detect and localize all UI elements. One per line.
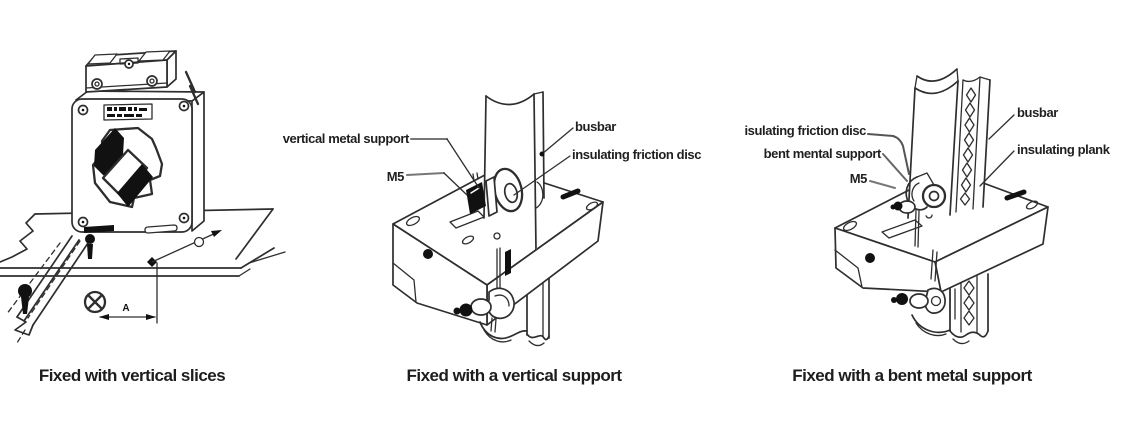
busbar-plank-upper	[907, 68, 991, 219]
mounting-foot-slots	[84, 224, 178, 234]
ct-body-front	[71, 70, 205, 234]
caption-fixed-with-vertical-slices: Fixed with vertical slices	[38, 366, 226, 385]
busbar-upper	[483, 91, 545, 251]
label-busbar-bent-support: busbar	[1017, 105, 1058, 120]
drawing-fixed-with-vertical-slices	[0, 50, 286, 344]
dimension-label-a: A	[122, 303, 130, 314]
drawing-fixed-with-bent-metal-support	[834, 68, 1049, 345]
label-vertical-metal-support: vertical metal support	[282, 131, 410, 146]
bottom-screw-assembly	[453, 287, 528, 343]
dimension-marks	[83, 230, 222, 324]
ct-body-isometric	[392, 167, 604, 326]
bent-support-and-disc	[890, 172, 947, 248]
label-m5-bent-support: M5	[849, 171, 868, 186]
ct-body-isometric	[834, 169, 1049, 293]
vertical-support-and-m5	[466, 172, 498, 217]
label-insulating-plank: insulating plank	[1017, 142, 1110, 157]
leader-lines	[406, 127, 574, 196]
bottom-screw-assembly	[891, 287, 956, 337]
terminal-block	[85, 50, 177, 93]
label-busbar-vertical-support: busbar	[575, 119, 616, 134]
cross-head-screw	[83, 290, 107, 314]
corner-screws	[77, 100, 190, 228]
label-m5-vertical-support: M5	[386, 169, 405, 184]
caption-fixed-with-vertical-support: Fixed with a vertical support	[406, 366, 622, 385]
label-bent-mental-support: bent mental support	[763, 146, 882, 161]
drawing-fixed-with-vertical-support	[392, 91, 604, 347]
busbar-window	[91, 126, 164, 209]
label-insulating-friction-disc: insulating friction disc	[572, 147, 702, 162]
leader-lines	[867, 114, 1015, 189]
caption-fixed-with-bent-metal-support: Fixed with a bent metal support	[792, 366, 1032, 385]
nameplate	[103, 103, 153, 121]
label-isulating-friction-disc: isulating friction disc	[744, 123, 866, 138]
mounting-plate	[0, 208, 286, 277]
vertical-slice-rail	[5, 234, 95, 344]
